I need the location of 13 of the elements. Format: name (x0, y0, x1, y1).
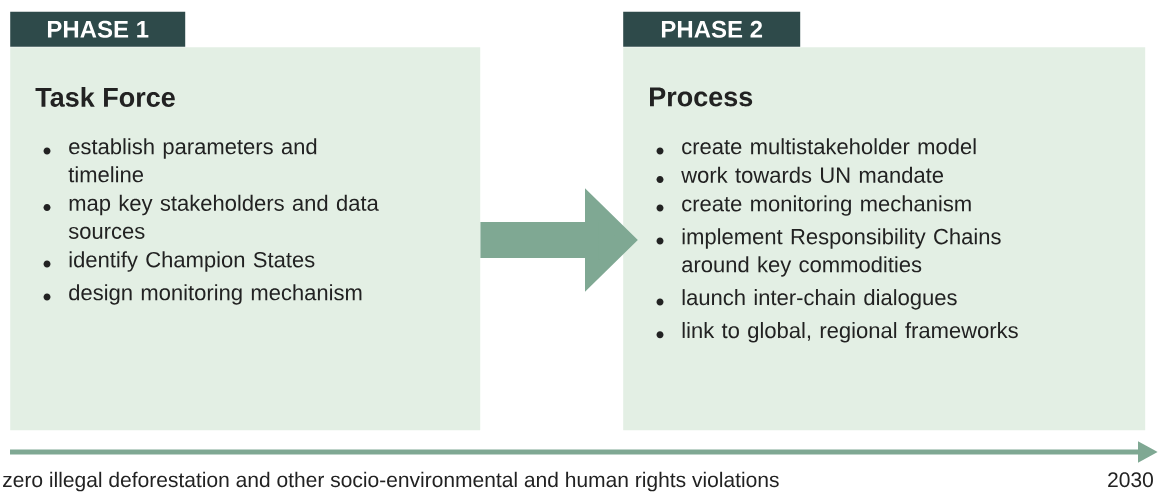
bullet-item: create multistakeholder model (656, 138, 976, 155)
timeline-label: zero illegal deforestation and other socio-environmental and human rights violations (3, 471, 779, 492)
bullet-item: create monitoring mechanism (656, 195, 971, 216)
bullet-item: design monitoring mechanism (43, 284, 362, 305)
year-label: 2030 (1108, 472, 1153, 488)
heading: Task Force (35, 87, 175, 107)
bullet-item: launch inter-chain dialogues (656, 289, 957, 310)
phase-tab: PHASE 2 (623, 11, 801, 47)
heading: Process (650, 87, 753, 107)
phase-tab: PHASE 1 (10, 11, 186, 47)
bullet-item: work towards UN mandate (656, 166, 944, 184)
bullet-item: link to global, regional frameworks (656, 322, 1018, 343)
bullet-item: identify Champion States (43, 251, 315, 272)
